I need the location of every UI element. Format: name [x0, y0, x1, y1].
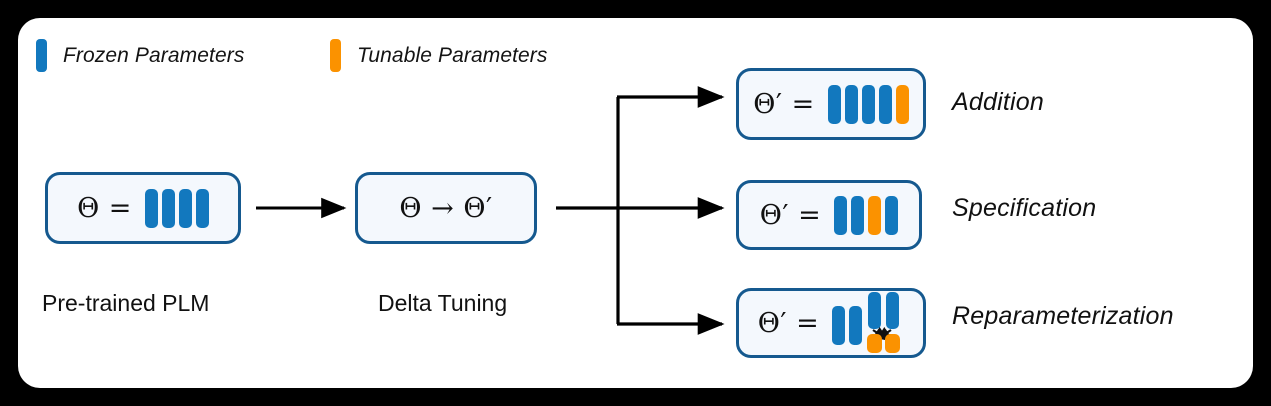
reparameterization-label: Reparameterization [952, 302, 1174, 330]
legend-label-tunable: Tunable Parameters [357, 43, 548, 67]
param-bar-tunable [868, 195, 882, 235]
param-bar-frozen [885, 195, 899, 235]
reparameterization-formula: Θ′ = [757, 307, 820, 339]
reparameterization-box: Θ′ = [736, 288, 926, 358]
param-bar-frozen [849, 306, 863, 345]
pretrained-bar-group [144, 185, 209, 231]
legend-item-frozen: Frozen Parameters [36, 39, 244, 72]
pretrained-plm-caption: Pre-trained PLM [42, 290, 210, 316]
pretrained-formula: Θ = [77, 192, 132, 224]
legend-item-tunable: Tunable Parameters [330, 39, 548, 72]
legend-label-frozen: Frozen Parameters [63, 43, 245, 67]
param-bar-frozen [178, 188, 192, 228]
specification-box: Θ′ = [736, 180, 922, 250]
addition-label: Addition [952, 88, 1044, 116]
param-bar-frozen-raised [886, 292, 900, 329]
param-bar-frozen [195, 188, 209, 228]
param-bar-frozen [832, 306, 846, 345]
param-bar-frozen [161, 188, 175, 228]
tunable-parameters-swatch [330, 39, 341, 72]
reparameterization-bar-group [832, 292, 904, 354]
addition-box: Θ′ = [736, 68, 926, 140]
param-bar-frozen [834, 195, 848, 235]
param-bar-frozen [144, 188, 158, 228]
frozen-parameters-swatch [36, 39, 47, 72]
delta-tuning-caption: Delta Tuning [378, 290, 508, 316]
pretrained-plm-box: Θ = [45, 172, 241, 244]
specification-bar-group [834, 192, 899, 238]
delta-tuning-formula: Θ → Θ′ [399, 192, 493, 224]
param-bar-tunable [895, 84, 909, 124]
addition-bar-group [827, 81, 909, 127]
param-block-tunable [867, 334, 883, 353]
param-bar-frozen [844, 84, 858, 124]
specification-label: Specification [952, 194, 1097, 222]
param-bar-frozen [861, 84, 875, 124]
specification-formula: Θ′ = [759, 199, 822, 231]
delta-tuning-box: Θ → Θ′ [355, 172, 537, 244]
param-bar-frozen [878, 84, 892, 124]
param-bar-frozen [827, 84, 841, 124]
param-block-tunable [885, 334, 901, 353]
addition-formula: Θ′ = [753, 88, 815, 120]
param-bar-frozen [851, 195, 865, 235]
param-bar-frozen-raised [868, 292, 882, 329]
